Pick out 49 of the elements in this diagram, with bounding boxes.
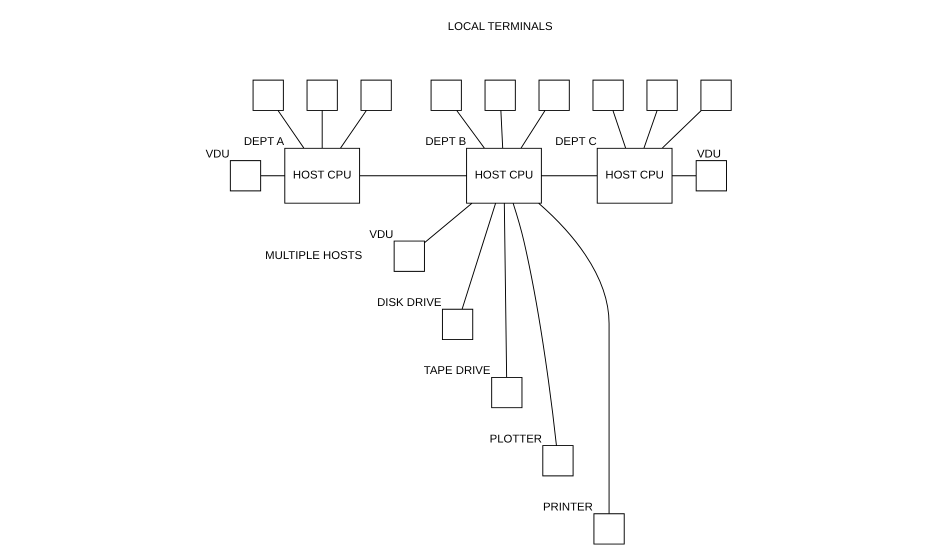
node-box — [592, 513, 624, 545]
connector — [512, 202, 556, 446]
connector — [340, 110, 366, 149]
node-label: TAPE DRIVE — [423, 365, 490, 378]
node-label: PRINTER — [542, 502, 592, 514]
node-box: HOST CPU — [596, 148, 672, 204]
connector — [456, 110, 484, 149]
connector — [500, 110, 503, 149]
node-box — [538, 80, 570, 111]
node-box — [490, 376, 522, 408]
connector — [260, 175, 285, 176]
node-box — [484, 80, 516, 111]
node-box: HOST CPU — [284, 148, 360, 204]
node-label: DEPT C — [554, 136, 596, 148]
node-box — [700, 80, 732, 111]
label: MULTIPLE HOSTS — [264, 250, 362, 262]
node-box — [695, 160, 726, 192]
node-box — [542, 445, 574, 476]
node-label: VDU — [205, 148, 230, 160]
node-box — [360, 80, 392, 111]
node-label: DEPT B — [424, 136, 466, 148]
node-box — [646, 80, 678, 111]
connector — [277, 110, 304, 149]
connector — [503, 203, 507, 378]
connector — [671, 175, 696, 176]
connector — [520, 110, 545, 149]
connector — [461, 202, 496, 310]
node-box — [306, 80, 338, 111]
node-label: PLOTTER — [489, 433, 542, 446]
node-box — [252, 80, 284, 111]
label: LOCAL TERMINALS — [447, 21, 552, 34]
node-label: VDU — [368, 228, 393, 241]
connector — [612, 110, 626, 149]
node-label: VDU — [696, 148, 720, 160]
connector — [643, 110, 658, 149]
connector — [358, 175, 466, 176]
connector — [540, 175, 598, 176]
node-box: HOST CPU — [466, 148, 542, 204]
node-label: DISK DRIVE — [376, 297, 441, 310]
connector — [424, 202, 472, 244]
connector — [321, 110, 322, 149]
node-box — [430, 80, 462, 111]
node-box — [441, 308, 473, 340]
node-box — [592, 80, 624, 111]
connector — [538, 202, 610, 514]
node-box — [393, 240, 424, 272]
connector — [661, 110, 702, 149]
node-label: DEPT A — [243, 136, 284, 148]
node-box — [229, 160, 261, 192]
